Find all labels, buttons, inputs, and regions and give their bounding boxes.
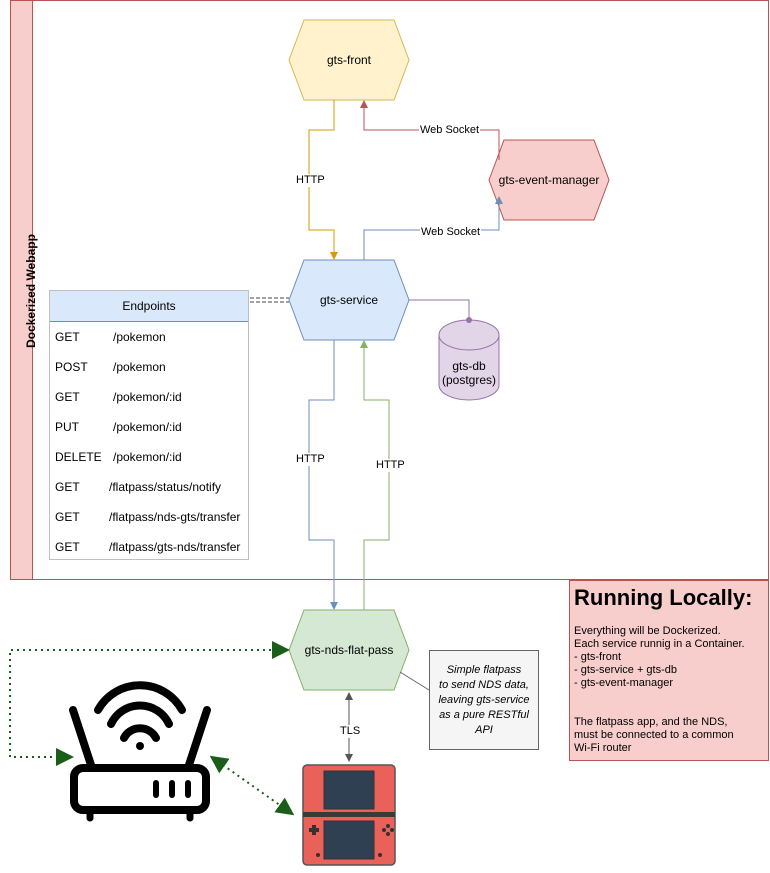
gts-db-label-line1: gts-db [452, 359, 486, 373]
edge-service-flatpass-http [308, 340, 338, 610]
endpoint-row: POST/pokemon [50, 352, 248, 382]
endpoint-row: PUT/pokemon/:id [50, 412, 248, 442]
endpoint-path: /flatpass/gts-nds/transfer [109, 540, 241, 554]
note-line: API [475, 723, 493, 736]
endpoint-method: GET [55, 390, 80, 404]
endpoint-row: GET/flatpass/gts-nds/transfer [50, 532, 248, 562]
edge-label-front-service-http: HTTP [295, 174, 326, 187]
gts-event-manager-node [488, 139, 610, 221]
note-line: to send NDS data, [439, 678, 529, 691]
edge-note-flatpass [399, 671, 430, 691]
gts-service-label: gts-service [319, 293, 378, 307]
endpoints-title: Endpoints [50, 291, 248, 322]
endpoint-path: /pokemon/:id [113, 420, 182, 434]
running-locally-body: Everything will be Dockerized. Each serv… [574, 625, 745, 754]
endpoint-method: GET [55, 330, 80, 344]
running-locally-title: Running Locally: [574, 585, 753, 610]
edge-endpoints-service [250, 297, 289, 303]
edge-label-flatpass-service-http: HTTP [375, 459, 406, 472]
endpoint-row: GET/flatpass/nds-gts/transfer [50, 502, 248, 532]
endpoint-row: GET/pokemon [50, 322, 248, 352]
note-line: Simple flatpass [446, 663, 522, 676]
running-locally-box: Running Locally: Everything will be Dock… [569, 580, 769, 761]
edge-label-service-flatpass-http: HTTP [295, 453, 326, 466]
endpoint-row: GET/flatpass/status/notify [50, 472, 248, 502]
edge-label-flatpass-nds-tls: TLS [339, 725, 362, 738]
endpoint-method: POST [55, 360, 88, 374]
endpoint-path: /pokemon/:id [113, 390, 182, 404]
gts-front-label: gts-front [326, 53, 371, 67]
note-line: leaving gts-service [438, 693, 530, 706]
gts-db-label-line2: (postgres) [441, 373, 497, 387]
note-line: as a pure RESTful [439, 708, 529, 721]
endpoint-path: /pokemon [113, 330, 166, 344]
gts-db-label: gts-db (postgres) [439, 355, 499, 391]
wifi-link-router-nds [209, 755, 295, 816]
endpoint-row: GET/pokemon/:id [50, 382, 248, 412]
endpoint-row: DELETE/pokemon/:id [50, 442, 248, 472]
endpoints-table: Endpoints GET/pokemon POST/pokemon GET/p… [49, 290, 249, 560]
endpoint-method: GET [55, 540, 80, 554]
edge-service-db-dot [466, 317, 472, 323]
edge-label-service-event-websocket: Web Socket [420, 226, 482, 239]
gts-event-manager-label: gts-event-manager [498, 173, 600, 187]
endpoint-method: GET [55, 480, 80, 494]
edge-service-db [409, 299, 470, 320]
endpoint-method: DELETE [55, 450, 102, 464]
gts-service-node [288, 259, 410, 341]
endpoint-path: /flatpass/status/notify [109, 480, 222, 494]
container-title-bar: Dockerized Webapp [10, 0, 38, 580]
endpoint-path: /flatpass/nds-gts/transfer [109, 510, 241, 524]
wifi-router-icon [69, 681, 211, 822]
endpoint-path: /pokemon [113, 360, 166, 374]
edge-label-event-front-websocket: Web Socket [419, 124, 481, 137]
edge-flatpass-service-http [360, 340, 390, 610]
flatpass-note: Simple flatpass to send NDS data, leavin… [429, 650, 539, 750]
wifi-link-router-flatpass [9, 641, 290, 766]
endpoint-method: GET [55, 510, 80, 524]
endpoint-path: /pokemon/:id [113, 450, 182, 464]
gts-db-node [438, 319, 500, 401]
gts-front-node [288, 19, 410, 101]
endpoint-method: PUT [55, 420, 79, 434]
nintendo-ds-icon [302, 764, 396, 866]
gts-nds-flat-pass-label: gts-nds-flat-pass [304, 643, 394, 657]
